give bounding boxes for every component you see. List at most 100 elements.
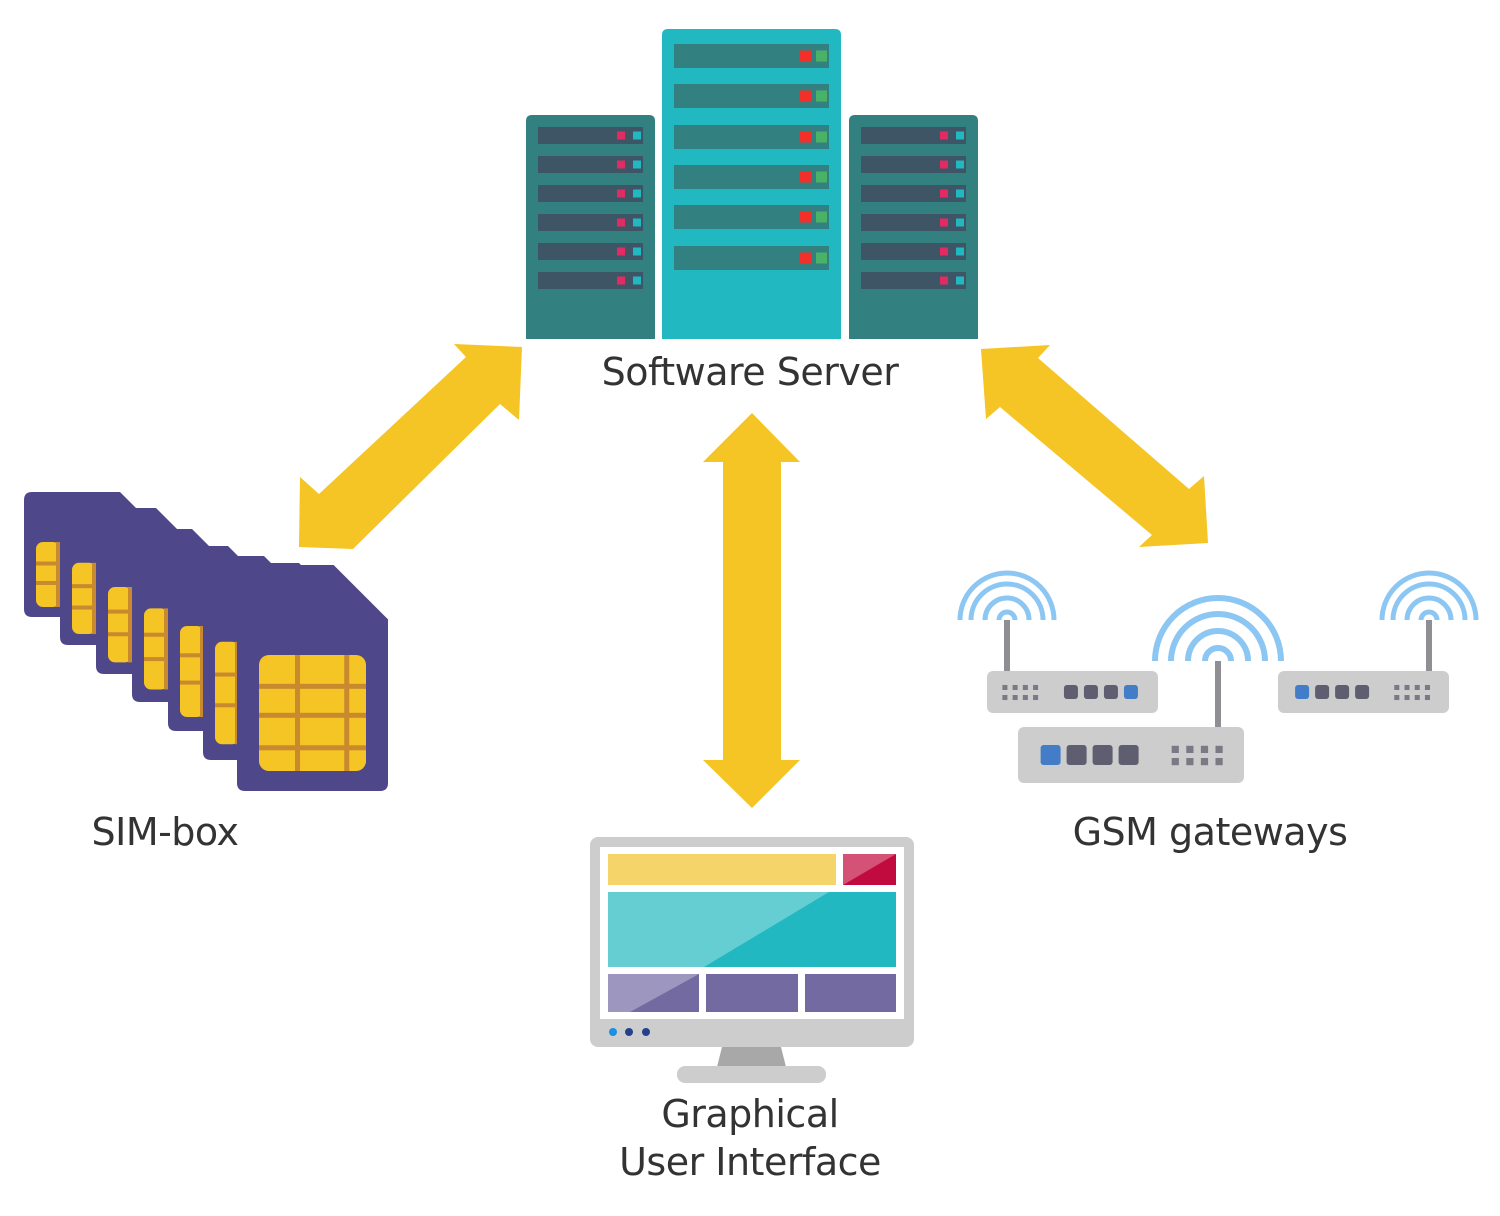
status-led-icon: [800, 211, 811, 223]
wifi-wave-icon: [1202, 645, 1234, 662]
sim-card-edge: [132, 566, 140, 694]
chip-line: [200, 626, 204, 717]
antenna-icon: [1426, 620, 1432, 673]
chip-line: [108, 609, 132, 614]
status-led-icon: [800, 171, 811, 183]
server-slot: [861, 272, 966, 289]
chip-line: [164, 608, 168, 690]
server-rack-center: [662, 29, 841, 339]
chip-line: [56, 542, 60, 607]
wifi-wave-icon: [1418, 609, 1440, 621]
router-led-dot: [1414, 695, 1420, 701]
gsm-gateways-label: GSM gateways: [1072, 810, 1348, 854]
router-led-dot: [1033, 695, 1039, 701]
router-port: [1083, 685, 1098, 699]
status-led-icon: [633, 276, 641, 285]
router-led-dot: [1404, 695, 1410, 701]
chip-line: [144, 657, 168, 662]
router-led-dot: [1215, 745, 1223, 753]
antenna-icon: [1215, 661, 1221, 729]
monitor-neck: [717, 1047, 786, 1067]
router-led-dot: [1414, 684, 1420, 690]
arrow-server-gateways: [981, 345, 1208, 547]
chip-line: [180, 653, 204, 658]
status-led-icon: [816, 131, 827, 143]
chip-line: [215, 672, 239, 677]
router-port: [1123, 685, 1138, 699]
router-led-dot: [1200, 758, 1209, 766]
router-port: [1355, 685, 1370, 699]
chip-line: [108, 632, 132, 637]
sim-chip-sliver: [72, 562, 96, 635]
arrow-server-simbox: [299, 344, 522, 549]
gui-label-line1: Graphical: [661, 1092, 839, 1136]
server-rack-left: [526, 115, 655, 339]
indicator-dot-icon: [625, 1028, 633, 1036]
router-led-dot: [1012, 695, 1018, 701]
server-slot: [861, 156, 966, 173]
status-led-icon: [956, 276, 964, 285]
router-port: [1315, 685, 1330, 699]
gui-tile-2: [706, 974, 798, 1012]
gsm-gateways-node[interactable]: [957, 570, 1479, 783]
router-led-dot: [1022, 695, 1028, 701]
server-slot: [538, 156, 643, 173]
status-led-icon: [633, 160, 641, 169]
wifi-wave-icon: [1152, 595, 1284, 662]
status-led-icon: [816, 211, 827, 223]
status-led-icon: [633, 247, 641, 256]
sim-chip-sliver: [36, 542, 60, 607]
gui-label-line2: User Interface: [619, 1140, 881, 1184]
status-led-icon: [617, 218, 625, 227]
monitor-base: [677, 1066, 826, 1083]
router-port: [1063, 685, 1078, 699]
server-rack-right: [849, 115, 978, 339]
status-led-icon: [617, 189, 625, 198]
power-indicator-icon: [609, 1028, 617, 1036]
chip-line: [128, 587, 132, 663]
wifi-wave-icon: [1185, 628, 1251, 662]
server-slot: [861, 185, 966, 202]
chip-line: [259, 683, 366, 689]
sim-card-edge: [96, 549, 104, 666]
sim-chip-sliver: [144, 608, 168, 690]
status-led-icon: [816, 50, 827, 62]
gui-node[interactable]: [590, 837, 914, 1083]
gui-tile-3: [805, 974, 896, 1012]
indicator-dot-icon: [642, 1028, 650, 1036]
status-led-icon: [940, 276, 948, 285]
router-led-dot: [1215, 758, 1223, 766]
router-led-dot: [1186, 745, 1194, 753]
gui-tile-1-shine: [608, 974, 699, 1012]
router-port: [1066, 745, 1087, 765]
wifi-wave-icon: [1390, 581, 1468, 621]
sim-card-edge: [60, 528, 68, 637]
sim-card-edge: [203, 583, 211, 752]
status-led-icon: [956, 218, 964, 227]
router-led-dot: [1424, 695, 1430, 701]
status-led-icon: [633, 189, 641, 198]
wifi-signal-center: [1152, 595, 1284, 662]
router-led-dot: [1200, 745, 1209, 753]
software-server-node[interactable]: [526, 29, 978, 339]
gsm-gateway-left: [987, 620, 1158, 713]
chip-line: [72, 584, 96, 589]
chip-line: [72, 605, 96, 610]
status-led-icon: [633, 218, 641, 227]
router-led-dot: [1012, 684, 1018, 690]
sim-box-node[interactable]: [24, 492, 388, 791]
software-server-label: Software Server: [601, 350, 899, 394]
status-led-icon: [800, 131, 811, 143]
gsm-gateway-right: [1278, 620, 1449, 713]
server-slot: [538, 214, 643, 231]
sim-card-edge: [168, 576, 176, 723]
router-port: [1040, 745, 1061, 765]
connection-arrows: [299, 344, 1208, 808]
status-led-icon: [617, 160, 625, 169]
gui-header-bar: [608, 854, 836, 885]
sim-chip-sliver: [215, 641, 239, 745]
wifi-signal-left: [957, 570, 1057, 621]
wifi-wave-icon: [996, 609, 1018, 621]
wifi-wave-icon: [982, 595, 1032, 621]
